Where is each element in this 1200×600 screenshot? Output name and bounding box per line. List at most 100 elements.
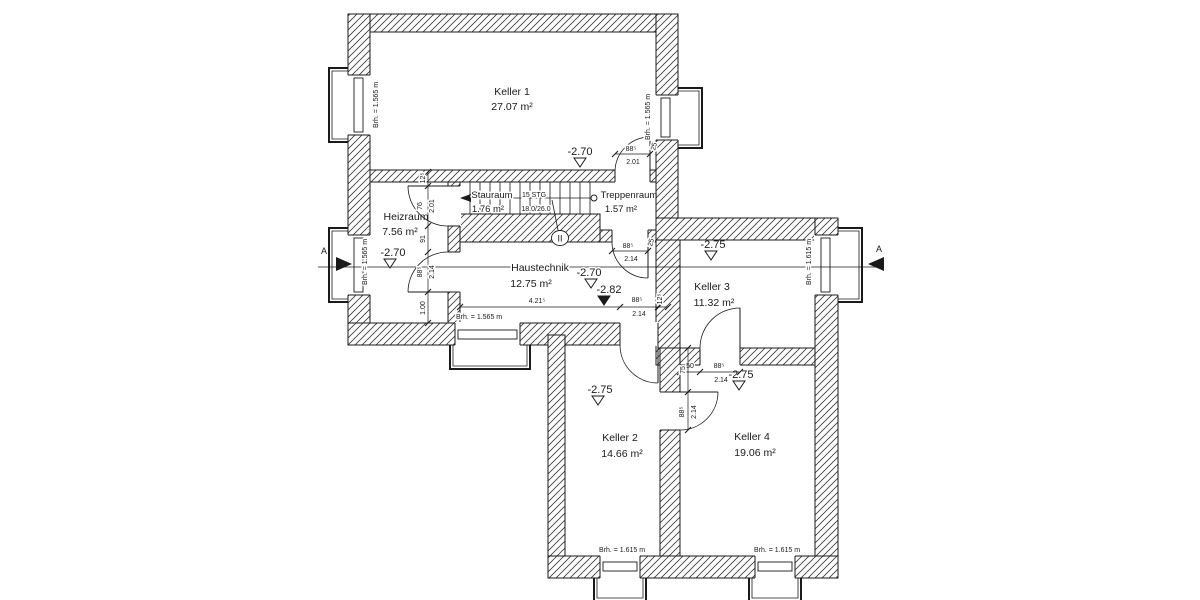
wall-wing-top [655,217,839,241]
room-keller3-name: Keller 3 [694,281,730,293]
wall-keller3-left [655,239,681,366]
dim-trep-door-height: 2.14 [624,256,638,263]
stairs-dimensions: 18.0/26.0 [521,206,550,213]
room-treppenraum-name: Treppenraum [601,190,658,201]
room-haustechnik-name: Haustechnik [511,262,570,274]
level-keller1: -2.70 [567,146,593,168]
door-treppenraum-haustechnik [611,230,649,279]
section-line: A A [318,244,884,271]
window-heizraum-left [348,234,370,296]
level-keller2: -2.75 [587,384,613,406]
room-keller1-name: Keller 1 [494,86,530,98]
stair-mark-leader [551,199,559,231]
wall-keller2-left [547,334,566,557]
stair-direction-arrow [460,194,471,202]
room-keller4-name: Keller 4 [734,431,770,443]
room-keller3-area: 11.32 m² [694,297,735,309]
doors [407,136,741,431]
sill-keller3-right: Brh. = 1.615 m [806,239,813,285]
svg-text:-2.70: -2.70 [380,247,405,259]
room-keller2-area: 14.66 m² [601,448,643,460]
dimensions: 12⁵ 76 2.01 91 88⁵ 2.14 1.00 4.21⁵ 88⁵ 2… [416,140,744,434]
section-arrow-right [868,257,884,271]
section-arrow-left [336,257,352,271]
level-keller3: -2.75 [700,239,726,261]
dim-trep-door-width: 88⁵ [623,243,634,250]
door-heizraum-upper [407,185,460,227]
dim-91: 91 [420,235,427,243]
window-keller1-right [656,94,678,141]
wall-stairs-top [369,169,657,183]
room-stauraum-name: Stauraum [471,190,512,201]
dim-k24-door-width: 88⁵ [679,407,686,418]
stair-mark: II [557,234,562,244]
svg-text:-2.75: -2.75 [728,369,753,381]
windows [348,74,838,578]
dim-12-right: 12⁵ [657,294,664,305]
dim-heiz-door-width: 88⁵ [417,267,424,278]
room-keller1-area: 27.07 m² [491,101,533,113]
stairs: II [460,182,598,246]
wall-top [347,13,679,33]
level-haustechnik-2: -2.82 [595,283,623,306]
sill-heizraum-left: Brh. = 1.565 m [362,239,369,285]
room-heizraum-name: Heizraum [384,211,429,223]
room-labels: Keller 1 27.07 m² Heizraum 7.56 m² Staur… [382,86,776,460]
dim-trep-door-25: 25 [647,238,656,247]
room-treppenraum-area: 1.57 m² [605,204,637,215]
level-heizraum: -2.70 [380,247,406,269]
dim-k24-door-height: 2.14 [691,405,698,419]
dim-50: 50 [686,363,694,370]
room-heizraum-area: 7.56 m² [382,226,418,238]
dim-12-top: 12⁵ [420,173,427,184]
wall-keller2-keller4 [659,347,681,557]
sill-haustechnik-bottom: Brh. = 1.565 m [456,314,502,321]
sill-keller1-right: Brh. = 1.565 m [645,94,652,140]
door-keller2-keller4 [660,391,719,431]
window-haustechnik-bottom [454,323,521,345]
wall-understairs [447,213,601,243]
svg-text:-2.70: -2.70 [567,146,592,158]
room-haustechnik-area: 12.75 m² [510,278,552,290]
dim-4215: 4.21⁵ [529,298,546,305]
level-haustechnik: -2.70 [575,266,603,289]
sill-keller4-bottom: Brh. = 1.615 m [754,547,800,554]
dim-k1-door-height: 2.01 [626,159,640,166]
level-markers: -2.70 -2.70 -2.70 -2.82 -2.75 -2.75 -2.7… [380,146,754,406]
stairs-count: 15 STG [522,192,546,199]
svg-text:-2.75: -2.75 [700,239,725,251]
window-keller2-bottom [599,556,641,578]
sill-labels: Brh. = 1.565 m Brh. = 1.565 m Brh. = 1.5… [361,80,815,555]
section-label-left: A [321,246,327,256]
section-label-right: A [876,244,882,254]
svg-text:-2.75: -2.75 [587,384,612,396]
window-keller1-left [348,74,370,136]
door-haustechnik-keller2 [619,323,659,384]
dim-k1-door-25: 25 [650,142,659,151]
dim-k1-door-width: 88⁵ [626,146,637,153]
stair-walk-end [590,194,598,202]
svg-text:-2.82: -2.82 [596,284,621,296]
sill-keller1-left: Brh. = 1.565 m [373,82,380,128]
room-keller2-name: Keller 2 [602,432,638,444]
dim-75: 75 [680,366,687,374]
window-wells [328,67,863,600]
dim-k3-door-width: 88⁵ [714,363,725,370]
walls [347,13,839,579]
room-keller4-area: 19.06 m² [734,447,776,459]
window-keller3-right [815,234,838,296]
dim-haus-door-width: 88⁵ [632,297,643,304]
stair-mark-circle [551,230,569,246]
room-stauraum-area: 1.76 m² [472,204,504,215]
dim-haus-door-height: 2.14 [632,311,646,318]
svg-text:-2.70: -2.70 [576,267,601,279]
sill-keller2-bottom: Brh. = 1.615 m [599,547,645,554]
dim-door76-width: 76 [417,202,424,210]
dim-heiz-door-height: 2.14 [429,265,436,279]
dim-100: 1.00 [420,301,427,315]
window-keller4-bottom [754,556,796,578]
door-keller3-keller4 [699,307,741,365]
dim-door76-height: 2.01 [429,199,436,213]
